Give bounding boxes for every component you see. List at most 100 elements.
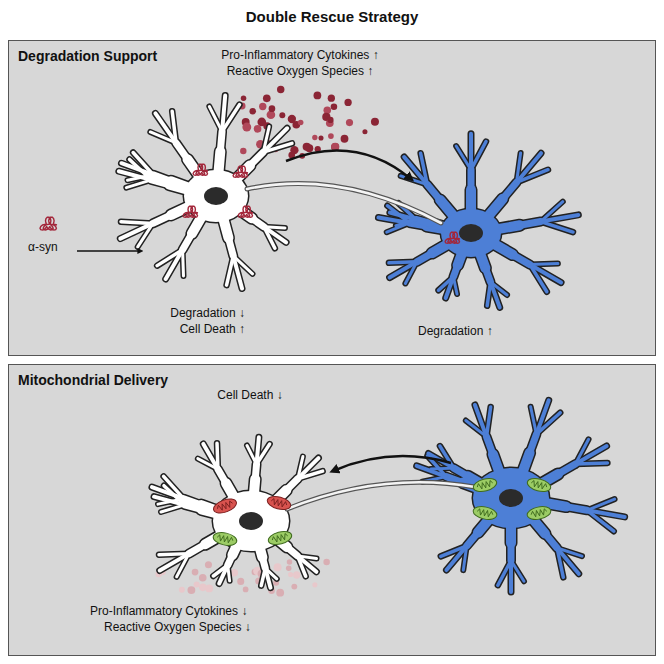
illustration [9,41,657,357]
dendrite [247,446,257,465]
dendrite [189,544,205,553]
dendrite [298,457,303,479]
mitochondrion [472,476,498,494]
dendrite-outline [530,434,537,453]
cytokine-dot [318,135,323,140]
dendrite-outline [228,565,230,581]
dendrite-outline [183,233,192,249]
dendrite [264,227,275,248]
panel-band: Degradation Support [8,40,656,356]
dendrite [222,105,239,132]
soma [441,209,501,257]
cytokine-dot [331,104,338,111]
mitochondrion-outline [266,494,292,512]
dendrite [128,175,154,180]
nucleus [239,512,263,530]
dendrite-outline [503,182,517,198]
cytokine-dot [298,120,304,126]
cristae [530,480,547,490]
dendrite-outline [218,469,226,483]
dendrite [176,143,187,159]
dendrite [508,543,515,561]
panel-heading: Degradation Support [18,48,157,64]
dendrite [250,152,263,165]
mitochondrion-outline [472,505,498,522]
annotation-label: α-syn [28,240,58,255]
dendrite [405,262,417,284]
mitochondrion [526,505,552,522]
dendrite [453,277,457,294]
dendrite [417,253,432,262]
dendrite [121,222,153,224]
cytokine-dot [243,587,249,593]
alpha-syn-aggregate [183,206,198,217]
annotation-label: Reactive Oxygen Species ↑ [227,64,374,79]
cytokine-dot [241,95,246,100]
cytokine-dot [259,103,266,110]
dendrite [138,223,153,246]
dendrite-outline [153,215,171,223]
dendrite [545,534,557,548]
dendrite-outline [184,505,201,510]
dendrite [198,459,218,470]
dendrite [490,282,507,295]
dendrite-outline [487,282,490,306]
dendrite [183,233,192,249]
alpha-syn-aggregate [233,166,248,177]
cristae [476,480,493,490]
mitochondrion-outline [526,476,552,494]
mitochondrion [526,476,552,494]
dendrite-outline [176,143,187,159]
dendrite-outline [264,227,285,228]
dendrite [536,413,560,434]
dendrite [177,554,189,577]
mitochondrion [267,529,293,547]
cytokine-dot [257,118,266,127]
dendrite [389,260,417,264]
axon-outline [247,184,441,223]
dendrite-outline [566,507,587,511]
dendrite-outline [189,544,205,553]
annotation-label: Degradation ↑ [418,324,493,339]
mitochondrion-outline [212,496,239,515]
dendrite-outline [227,256,234,285]
dendrite-outline [247,446,257,465]
dendrite [456,146,471,170]
dendrite-outline [467,532,478,545]
dendrite [427,185,440,200]
dendrite [487,282,490,306]
cytokine-dot [276,589,284,597]
cytokine-dot [194,581,200,587]
illustration-group [40,86,578,308]
dendrite [150,132,176,143]
alpha-syn-aggregate [238,206,253,217]
dendrite [530,265,547,292]
nucleus [499,489,523,507]
cristae [477,508,494,517]
cytokine-dot [328,94,335,101]
dendrite [557,548,582,556]
axon [247,184,441,223]
cytokine-dot [344,99,351,106]
annotation-label: Degradation ↓ [170,306,245,321]
dendrite-outline [456,146,471,170]
dendrite [252,218,264,227]
mitochondrion [212,496,239,515]
dendrite [161,505,184,512]
dendrite [566,507,587,511]
dendrite [401,176,428,185]
dendrite [575,439,588,464]
mitochondrion [472,505,498,522]
uptake-arrow [77,250,141,252]
cytokine-dot [328,133,334,139]
annotation-label: Reactive Oxygen Species ↓ [104,620,251,635]
cytokine-dot [269,105,276,112]
dendrite [228,238,233,256]
dendrite [257,444,270,464]
dendrite [530,262,558,266]
cytokine-dot [249,108,256,115]
dendrite [466,421,487,437]
dendrite [213,565,227,576]
dendrite [220,131,222,151]
dendrite [159,554,189,555]
